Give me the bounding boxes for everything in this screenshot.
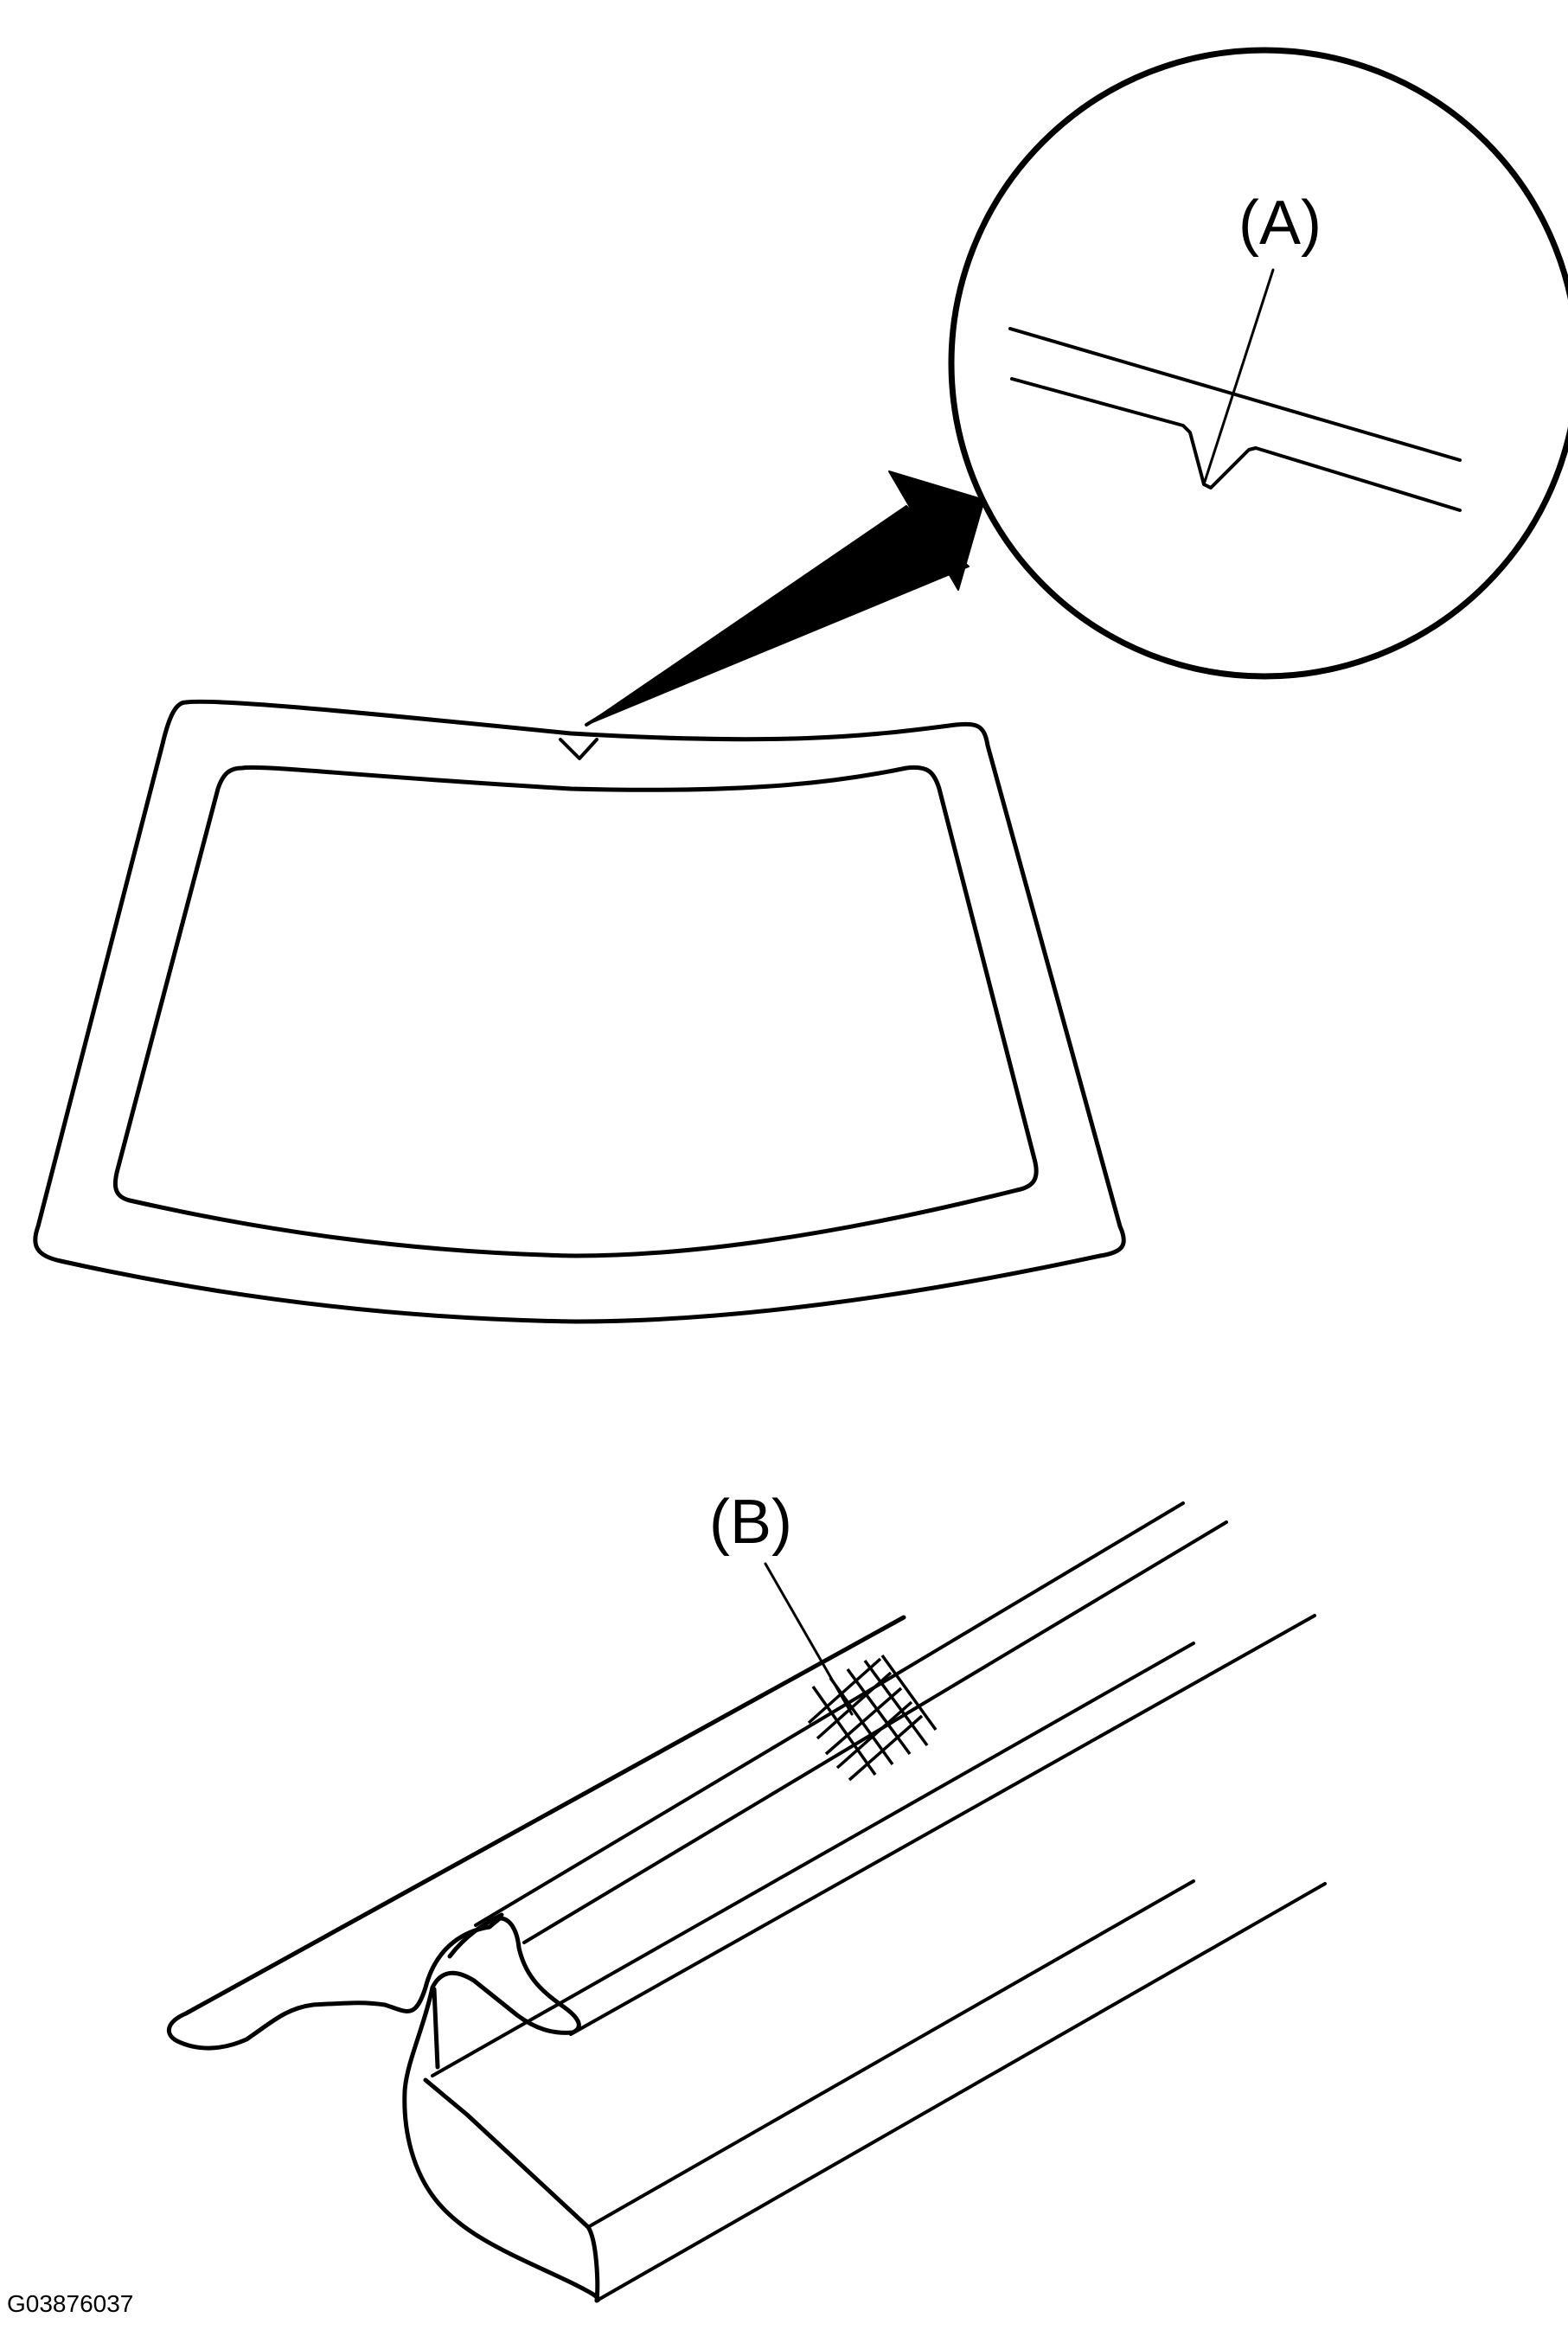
alignment-notch-small [559,738,598,760]
arrow-wedge [586,505,970,726]
windshield-glass [33,699,1126,1324]
arrow-head [888,470,985,591]
detail-upper-line [1008,327,1462,462]
molding-lip [447,1912,504,1959]
edge-line-6 [595,1882,1327,2302]
edge-line-4 [569,1614,1316,2036]
windshield-inner-edge [112,765,1039,1258]
hatch-mark-b [807,1654,938,1782]
edge-line-5 [431,1642,1195,2077]
windshield-outer-edge [33,699,1126,1324]
pointer-arrow [585,470,985,727]
leader-line-a [1202,268,1275,486]
figure-code: G03876037 [7,2290,133,2317]
callout-label-b: (B) [709,1488,792,1557]
molding-profile [167,1615,906,2303]
callout-label-a: (A) [1238,189,1322,258]
detail-circle-a: (A) [948,47,1568,680]
molding-section: (B) [167,1488,1327,2303]
detail-circle-outline [948,47,1568,680]
leader-line-b [764,1562,854,1716]
edge-line-7 [586,1879,1195,2229]
edge-line-2 [474,1501,1185,1927]
molding-flange-edge [423,2077,600,2303]
detail-lower-line-with-notch [1010,377,1462,512]
molding-groove-wall [432,1987,440,2070]
